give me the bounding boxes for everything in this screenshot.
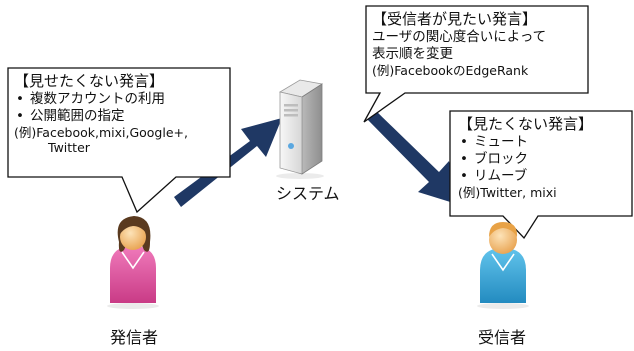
system-callout-text: 【受信者が見たい発言】 ユーザの関心度合いによって 表示順を変更 (例)Face… <box>372 10 546 78</box>
receiver-example: (例)Twitter, mixi <box>458 185 557 200</box>
sender-label: 発信者 <box>110 328 159 347</box>
server-icon <box>276 79 324 179</box>
arrow-system-to-receiver <box>367 110 460 205</box>
sender-example: (例)Facebook,mixi,Google+, <box>14 125 188 140</box>
sender-example-cont: Twitter <box>48 140 90 155</box>
list-item: ミュート <box>458 134 593 151</box>
sender-callout-list: 複数アカウントの利用 公開範囲の指定 <box>14 91 188 125</box>
list-item: 公開範囲の指定 <box>14 108 188 125</box>
system-callout-line2: 表示順を変更 <box>372 46 453 62</box>
receiver-callout-text: 【見たくない発言】 ミュート ブロック リムーブ (例)Twitter, mix… <box>458 115 593 200</box>
system-callout-line1: ユーザの関心度合いによって <box>372 29 547 45</box>
receiver-person-icon <box>477 222 529 309</box>
list-item: 複数アカウントの利用 <box>14 91 188 108</box>
system-callout-box <box>363 5 589 123</box>
system-callout-title: 【受信者が見たい発言】 <box>372 10 538 28</box>
receiver-callout-list: ミュート ブロック リムーブ <box>458 134 593 185</box>
sender-callout-text: 【見せたくない発言】 複数アカウントの利用 公開範囲の指定 (例)Faceboo… <box>14 72 188 155</box>
receiver-callout-title: 【見たくない発言】 <box>458 115 594 133</box>
system-label: システム <box>276 184 340 203</box>
list-item: リムーブ <box>458 168 593 185</box>
sender-person-icon <box>107 216 159 309</box>
sender-callout-title: 【見せたくない発言】 <box>14 72 165 90</box>
receiver-label: 受信者 <box>478 328 527 347</box>
system-example: (例)FacebookのEdgeRank <box>372 63 529 78</box>
list-item: ブロック <box>458 151 593 168</box>
